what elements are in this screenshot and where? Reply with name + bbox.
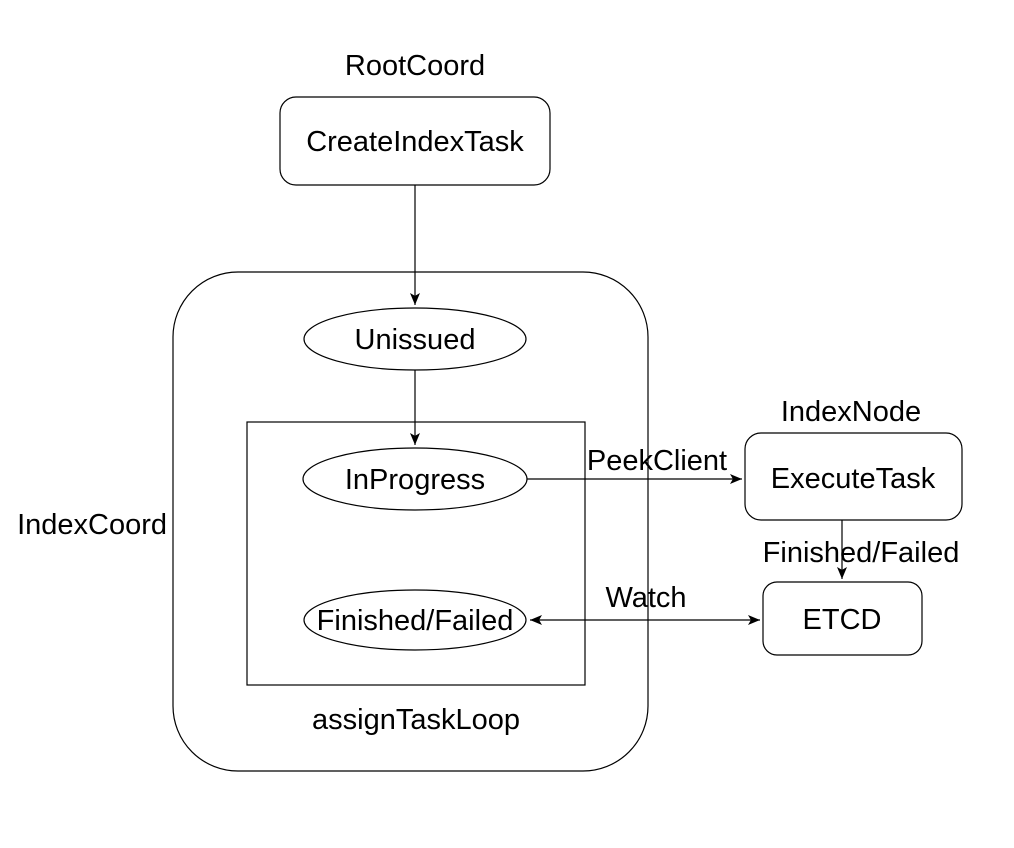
finished-failed-ellipse xyxy=(303,589,527,651)
in-progress-label: InProgress xyxy=(345,464,485,496)
create-index-task-label: CreateIndexTask xyxy=(306,126,524,158)
finished-failed-label: Finished/Failed xyxy=(317,605,514,637)
index-coord-container xyxy=(172,271,649,772)
finished-failed-edge-label: Finished/Failed xyxy=(763,537,960,569)
index-coord-label: IndexCoord xyxy=(17,509,167,541)
execute-task-label: ExecuteTask xyxy=(771,463,936,495)
index-node-label: IndexNode xyxy=(781,396,921,428)
watch-edge-label: Watch xyxy=(605,582,686,614)
root-coord-label: RootCoord xyxy=(345,50,485,82)
execute-task-box xyxy=(744,432,963,521)
etcd-label: ETCD xyxy=(803,604,882,636)
assign-task-loop-box xyxy=(246,421,586,686)
unissued-label: Unissued xyxy=(355,324,476,356)
peekclient-edge-label: PeekClient xyxy=(587,445,727,477)
etcd-box xyxy=(762,581,923,656)
assign-task-loop-label: assignTaskLoop xyxy=(312,704,520,736)
